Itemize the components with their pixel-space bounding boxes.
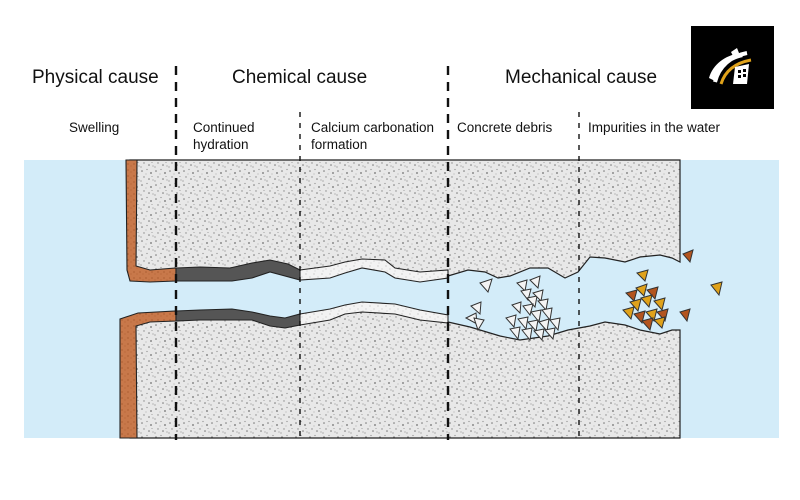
- lower-concrete-block: [129, 307, 681, 439]
- chemical-cause-header: Chemical cause: [232, 67, 368, 88]
- concrete-debris-label: Concrete debris: [457, 120, 553, 135]
- water-impurities: [622, 249, 723, 332]
- calcium-carbonation-label: Calcium carbonation formation: [311, 120, 435, 152]
- brand-logo: [691, 26, 774, 109]
- swelling-label: Swelling: [69, 120, 120, 135]
- swelling-layer-lower: [119, 310, 177, 439]
- category-dividers: [174, 66, 450, 440]
- mechanical-cause-header: Mechanical cause: [505, 67, 658, 88]
- physical-cause-header: Physical cause: [32, 67, 159, 88]
- continued-hydration-label: Continued hydration: [193, 120, 255, 152]
- concrete-debris: [464, 275, 561, 342]
- road-logo-icon: [709, 48, 752, 85]
- impurities-label: Impurities in the water: [588, 120, 721, 135]
